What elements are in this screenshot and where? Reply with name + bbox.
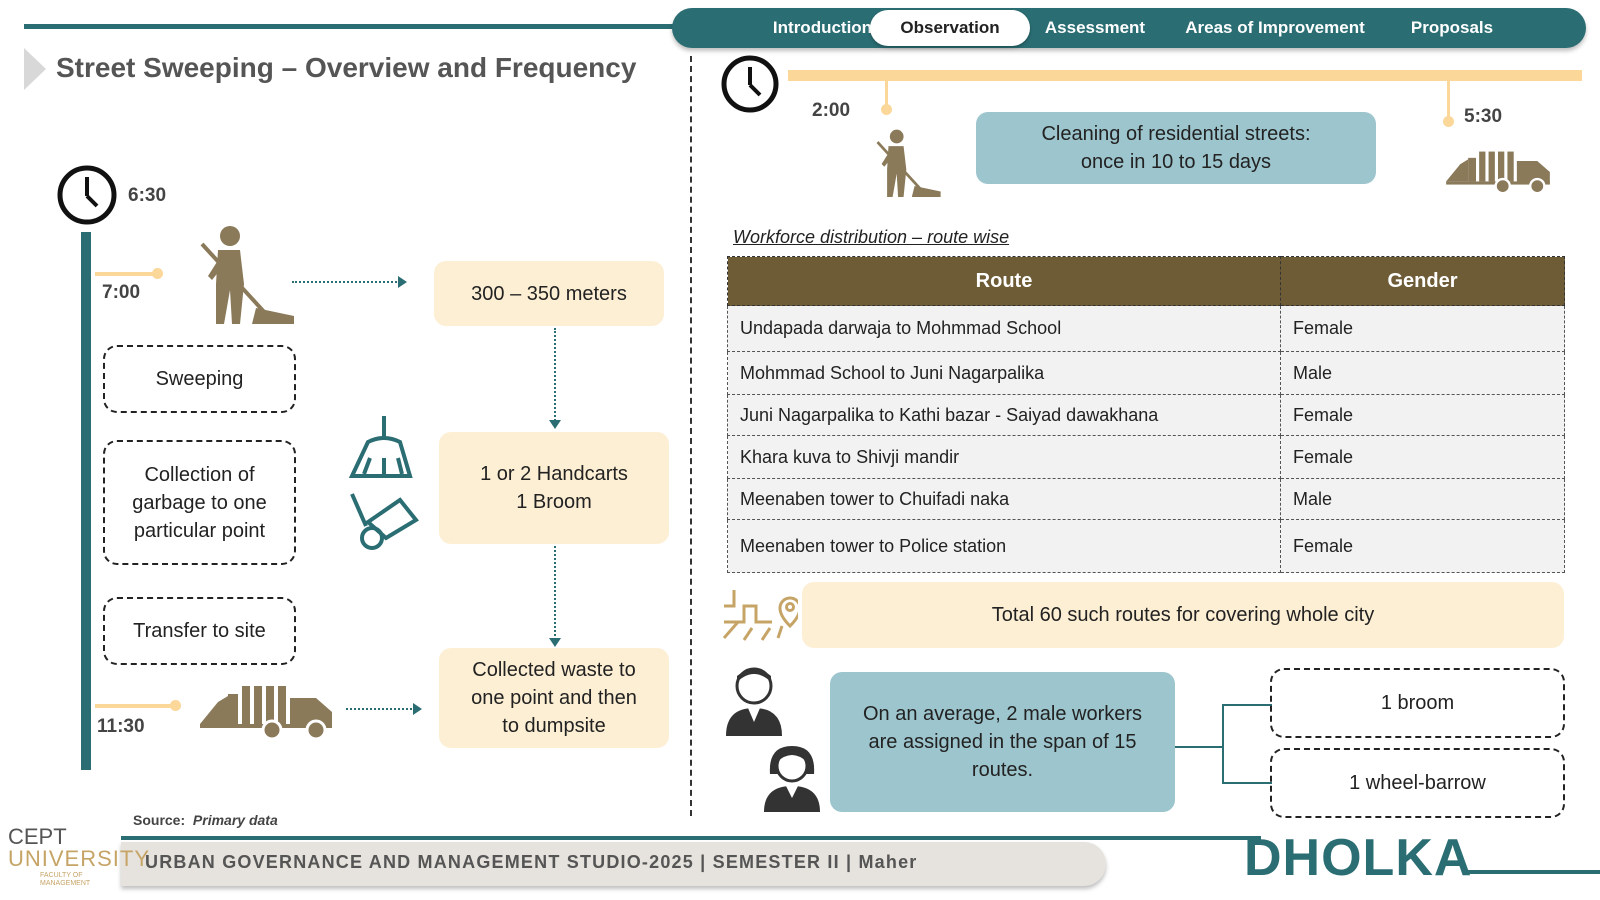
timeline-dot: [881, 104, 892, 115]
column-header-gender: Gender: [1280, 256, 1565, 306]
timeline-dot: [170, 700, 181, 711]
section-divider: [690, 56, 692, 816]
timeline-tick: [95, 704, 175, 708]
gender-cell: Male: [1280, 478, 1565, 520]
route-cell: Khara kuva to Shivji mandir: [727, 435, 1281, 479]
connector-line: [1222, 782, 1272, 784]
route-cell: Meenaben tower to Police station: [727, 519, 1281, 573]
city-name: DHOLKA: [1244, 829, 1473, 887]
broom-icon: [346, 414, 416, 484]
clock-icon: [720, 54, 780, 114]
header-line: [24, 24, 684, 29]
total-routes-box: Total 60 such routes for covering whole …: [802, 582, 1564, 648]
equipment-box: 1 or 2 Handcarts 1 Broom: [439, 432, 669, 544]
connector-line: [1175, 746, 1223, 748]
logo-text: CEPT: [8, 824, 67, 849]
flow-arrow: [346, 708, 416, 710]
footer-studio-text: URBAN GOVERNANCE AND MANAGEMENT STUDIO-2…: [145, 852, 918, 872]
male-worker-icon: [722, 664, 786, 736]
arrow-head-icon: [549, 638, 561, 647]
step-sweeping: Sweeping: [103, 345, 296, 413]
flow-arrow: [554, 328, 556, 424]
timeline-tick: [885, 80, 888, 110]
tab-assessment[interactable]: Assessment: [1044, 18, 1146, 37]
table-header-row: Route Gender: [727, 256, 1565, 306]
time-start: 6:30: [128, 185, 167, 206]
arrow-head-icon: [413, 703, 422, 715]
logo-text: FACULTY OF MANAGEMENT: [40, 872, 91, 887]
distance-box: 300 – 350 meters: [434, 261, 664, 326]
gender-cell: Female: [1280, 394, 1565, 436]
tab-proposals[interactable]: Proposals: [1410, 18, 1494, 37]
flow-arrow: [554, 546, 556, 640]
route-cell: Mohmmad School to Juni Nagarpalika: [727, 351, 1281, 395]
routes-table: Route Gender Undapada darwaja to Mohmmad…: [727, 256, 1565, 573]
title-arrow-icon: [24, 48, 46, 90]
timeline-dot: [152, 268, 163, 279]
step-collection: Collection of garbage to one particular …: [103, 440, 296, 565]
sweeper-icon: [194, 224, 296, 328]
footer-bar: [121, 842, 1106, 886]
gender-cell: Female: [1280, 435, 1565, 479]
connector-line: [1222, 704, 1272, 706]
table-row: Juni Nagarpalika to Kathi bazar - Saiyad…: [727, 394, 1565, 436]
timeline-tick: [1447, 80, 1450, 120]
garbage-truck-icon: [1444, 150, 1552, 194]
tab-areas-of-improvement[interactable]: Areas of Improvement: [1185, 18, 1365, 37]
arrow-head-icon: [398, 276, 407, 288]
timeline-bar: [788, 70, 1582, 81]
flow-arrow: [292, 281, 400, 283]
gender-cell: Male: [1280, 351, 1565, 395]
female-worker-icon: [760, 740, 824, 812]
route-cell: Meenaben tower to Chuifadi naka: [727, 478, 1281, 520]
table-title: Workforce distribution – route wise: [733, 227, 1010, 247]
time-end: 5:30: [1464, 106, 1503, 127]
source-note: Source: Primary data: [133, 812, 278, 828]
step-transfer: Transfer to site: [103, 597, 296, 665]
page-title: Street Sweeping – Overview and Frequency: [56, 52, 637, 83]
logo-text: UNIVERSITY: [8, 846, 151, 871]
arrow-head-icon: [549, 420, 561, 429]
waste-box: Collected waste to one point and then to…: [439, 648, 669, 748]
time-start: 2:00: [812, 100, 851, 121]
connector-line: [1222, 704, 1224, 784]
table-row: Meenaben tower to Chuifadi naka Male: [727, 478, 1565, 520]
route-cell: Undapada darwaja to Mohmmad School: [727, 305, 1281, 352]
tool-broom: 1 broom: [1270, 668, 1565, 738]
tab-introduction[interactable]: Introduction: [772, 18, 873, 37]
time-end: 11:30: [97, 716, 145, 737]
tool-wheel-barrow: 1 wheel-barrow: [1270, 748, 1565, 818]
average-workers-box: On an average, 2 male workers are assign…: [830, 672, 1175, 812]
time-sweep: 7:00: [102, 282, 141, 303]
table-row: Undapada darwaja to Mohmmad School Femal…: [727, 305, 1565, 352]
nav-bar: Introduction Observation Assessment Area…: [672, 8, 1586, 48]
table-row: Meenaben tower to Police station Female: [727, 519, 1565, 573]
wheelbarrow-icon: [350, 490, 420, 552]
route-cell: Juni Nagarpalika to Kathi bazar - Saiyad…: [727, 394, 1281, 436]
route-map-icon: [722, 588, 798, 644]
city-underline: [1468, 870, 1600, 874]
footer-line: [121, 836, 1261, 840]
gender-cell: Female: [1280, 305, 1565, 352]
clock-icon: [56, 164, 118, 226]
tab-observation[interactable]: Observation: [870, 10, 1030, 46]
cleaning-frequency-box: Cleaning of residential streets: once in…: [976, 112, 1376, 184]
timeline-dot: [1443, 116, 1454, 127]
timeline-bar: [81, 232, 91, 770]
table-row: Mohmmad School to Juni Nagarpalika Male: [727, 351, 1565, 395]
garbage-truck-icon: [198, 684, 334, 740]
gender-cell: Female: [1280, 519, 1565, 573]
table-row: Khara kuva to Shivji mandir Female: [727, 435, 1565, 479]
timeline-tick: [95, 272, 157, 276]
column-header-route: Route: [727, 256, 1281, 306]
sweeper-icon: [872, 122, 942, 206]
